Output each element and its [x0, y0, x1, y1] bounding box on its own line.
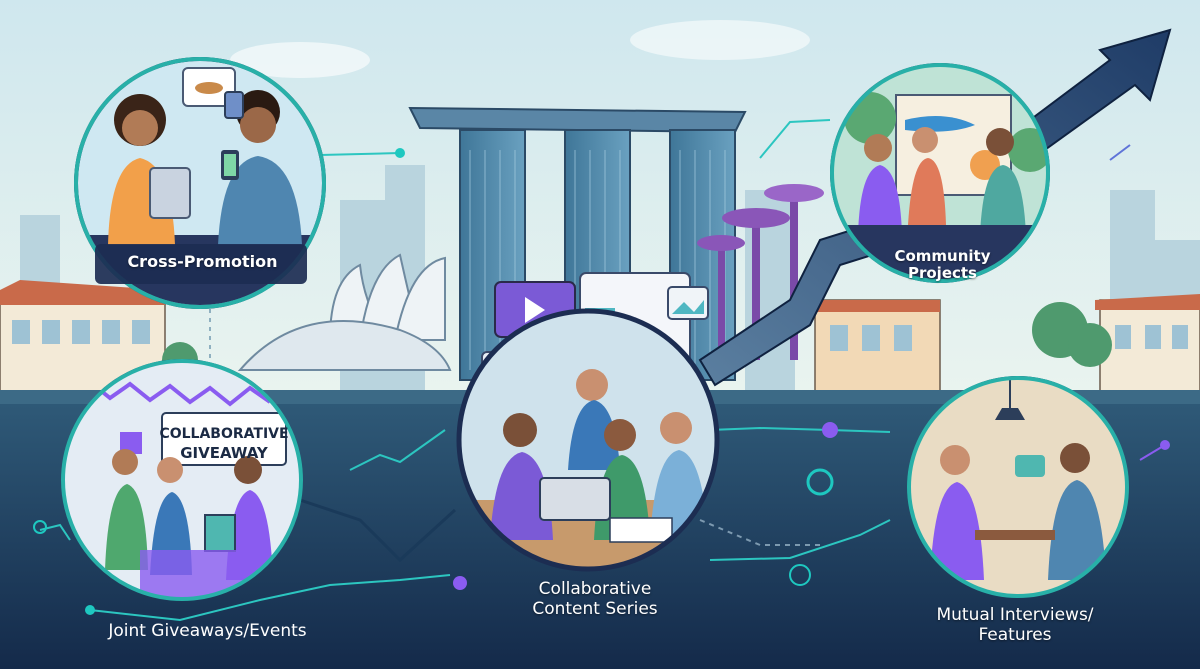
person-figure	[1048, 443, 1106, 580]
label-community-projects: Community Projects	[870, 247, 1015, 283]
label-joint-giveaways: Joint Giveaways/Events	[108, 621, 307, 641]
label-content-series-line1: Collaborative	[538, 579, 652, 599]
person-figure	[930, 445, 984, 580]
label-community-projects-line1: Community	[894, 247, 991, 265]
connector-network	[39, 119, 1166, 622]
lotus-museum	[237, 253, 452, 371]
giveaway-banner-line2: GIVEAWAY	[180, 444, 269, 462]
label-cross-promotion: Cross-Promotion	[127, 252, 278, 271]
label-community-projects-line2: Projects	[907, 264, 977, 283]
person-figure	[108, 94, 191, 245]
label-mutual-interviews: Mutual Interviews/ Features	[905, 605, 1125, 645]
person-figure	[908, 127, 946, 225]
network-dots	[33, 148, 1170, 615]
person-figure	[858, 134, 902, 235]
person-figure	[490, 413, 553, 540]
label-mutual-interviews-line1: Mutual Interviews/	[936, 605, 1094, 625]
label-content-series-line2: Content Series	[532, 598, 658, 619]
node-content-series	[456, 308, 720, 572]
person-figure	[980, 128, 1026, 235]
person-figure	[568, 369, 620, 470]
node-mutual-interviews	[907, 376, 1129, 598]
person-figure	[218, 90, 302, 245]
supertrees	[697, 184, 824, 360]
person-figure	[105, 449, 148, 570]
label-mutual-interviews-line2: Features	[978, 624, 1052, 645]
giveaway-banner-line1: COLLABORATIVE	[159, 426, 288, 442]
label-content-series: Collaborative Content Series	[495, 579, 695, 619]
